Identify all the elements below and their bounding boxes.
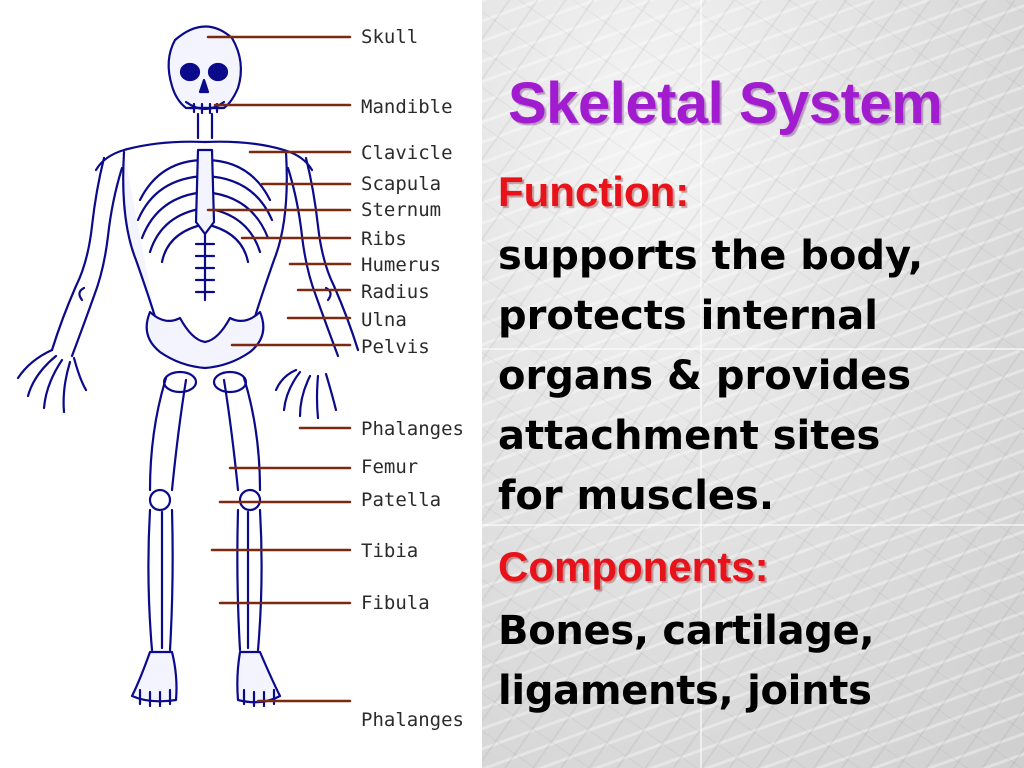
function-line: organs & provides bbox=[498, 353, 912, 399]
components-description: Bones, cartilage, ligaments, joints bbox=[498, 601, 1018, 721]
label-radius: Radius bbox=[361, 281, 430, 303]
label-tibia: Tibia bbox=[361, 540, 419, 562]
label-phalanges-foot: Phalanges bbox=[361, 709, 464, 731]
label-pelvis: Pelvis bbox=[361, 336, 430, 358]
skeleton-diagram bbox=[16, 25, 360, 708]
label-mandible: Mandible bbox=[361, 96, 453, 118]
function-heading: Function: bbox=[498, 168, 690, 215]
label-humerus: Humerus bbox=[361, 254, 442, 276]
label-ulna: Ulna bbox=[361, 309, 407, 331]
label-clavicle: Clavicle bbox=[361, 142, 453, 164]
skeleton-diagram-panel: Skull Mandible Clavicle Scapula Sternum … bbox=[0, 0, 482, 768]
slide-title: Skeletal System bbox=[508, 71, 943, 136]
function-line: supports the body, bbox=[498, 233, 924, 279]
function-description: supports the body, protects internal org… bbox=[498, 226, 1018, 526]
function-line: attachment sites bbox=[498, 413, 881, 459]
label-phalanges-hand: Phalanges bbox=[361, 418, 464, 440]
label-femur: Femur bbox=[361, 456, 419, 478]
label-patella: Patella bbox=[361, 489, 442, 511]
label-ribs: Ribs bbox=[361, 228, 407, 250]
label-skull: Skull bbox=[361, 26, 419, 48]
function-line: for muscles. bbox=[498, 473, 775, 519]
label-sternum: Sternum bbox=[361, 199, 442, 221]
components-line: ligaments, joints bbox=[498, 668, 872, 714]
components-line: Bones, cartilage, bbox=[498, 608, 875, 654]
function-line: protects internal bbox=[498, 293, 878, 339]
label-fibula: Fibula bbox=[361, 592, 430, 614]
label-scapula: Scapula bbox=[361, 173, 442, 195]
marble-background bbox=[480, 0, 1024, 768]
components-heading: Components: bbox=[498, 543, 769, 590]
